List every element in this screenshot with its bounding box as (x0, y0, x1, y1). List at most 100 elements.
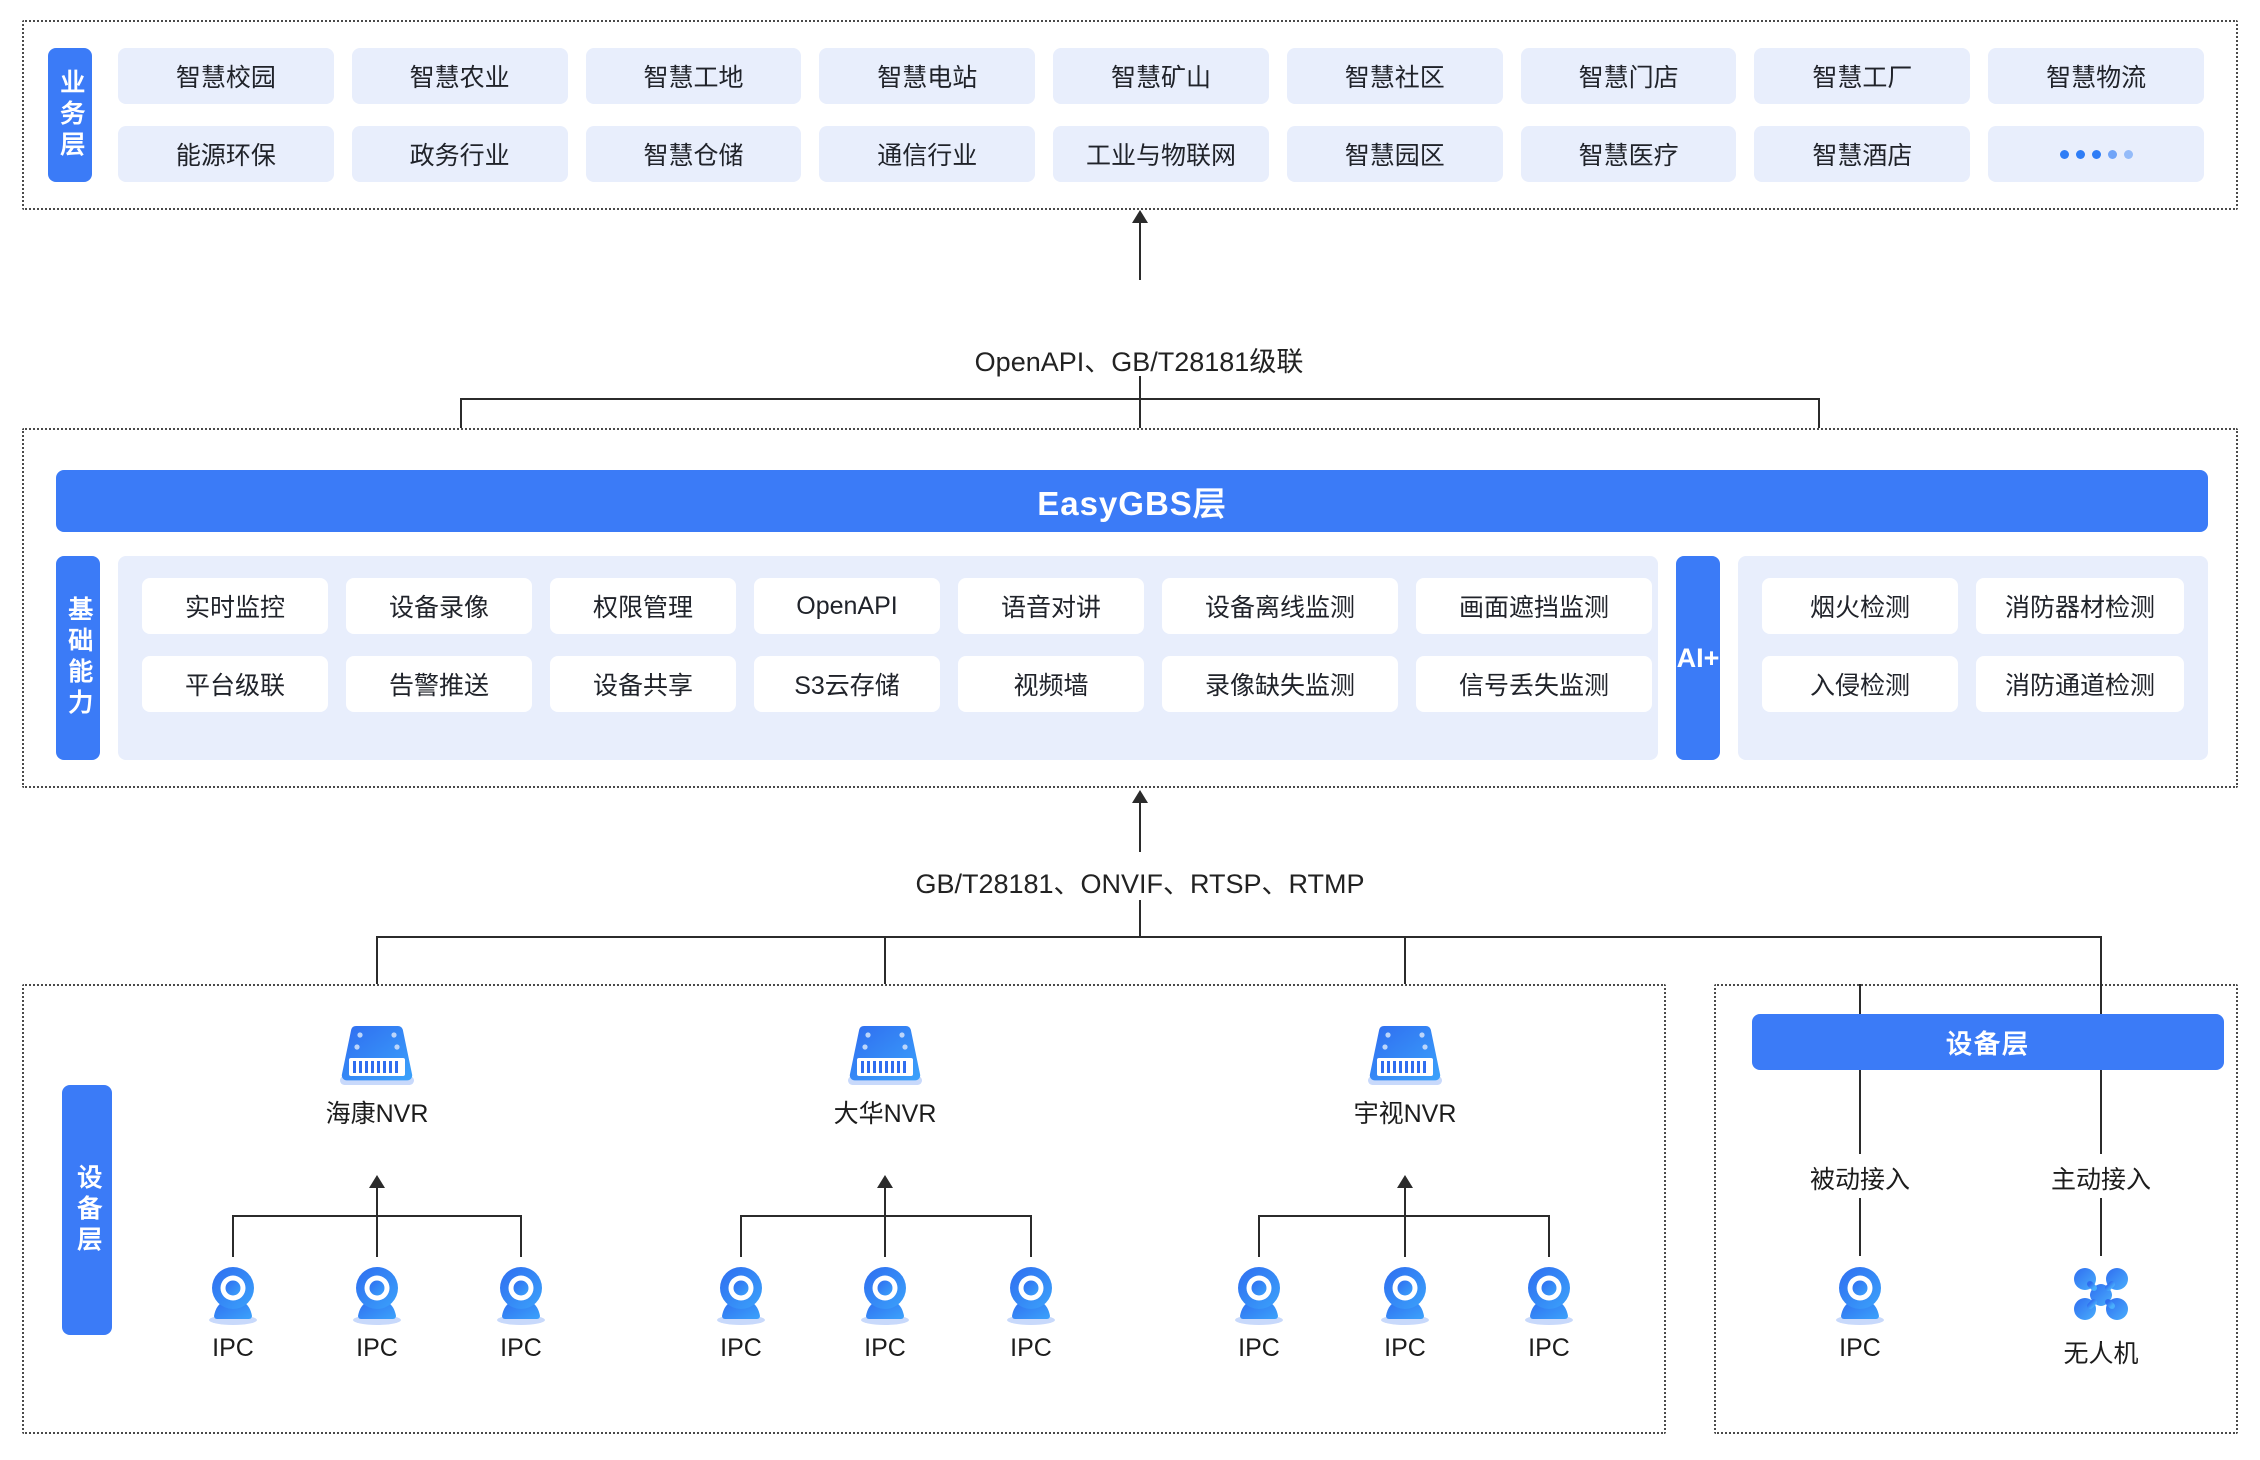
nvr-haikang-uplink-arrow-icon (369, 1175, 385, 1188)
camera-leg (232, 1215, 234, 1257)
ellipsis-dot-icon (2075, 149, 2085, 159)
capability-item[interactable]: 平台级联 (142, 656, 328, 712)
capability-item[interactable]: 设备离线监测 (1162, 578, 1398, 634)
business-chip[interactable]: 智慧物流 (1988, 48, 2205, 104)
business-chip-more[interactable] (1988, 126, 2205, 182)
ipc-node[interactable]: IPC (326, 1262, 428, 1363)
business-chip[interactable]: 智慧仓储 (585, 126, 802, 182)
business-chip[interactable]: 智慧校园 (118, 48, 334, 104)
ipc-camera-icon (1381, 1267, 1429, 1325)
business-chip[interactable]: 智慧社区 (1286, 48, 1503, 104)
capability-item[interactable]: 设备录像 (346, 578, 532, 634)
ipc-camera-icon (1235, 1267, 1283, 1325)
access-label-active: 主动接入 (2050, 1166, 2151, 1194)
right-panel-leg-passive-lower (1859, 1198, 1861, 1256)
ipc-label: IPC (1839, 1334, 1881, 1362)
ipc-node[interactable]: IPC (470, 1262, 572, 1363)
business-chip[interactable]: 能源环保 (118, 126, 334, 182)
business-chip[interactable]: 智慧工厂 (1754, 48, 1971, 104)
camera-leg (1258, 1215, 1260, 1257)
right-panel-leg-active-lower (2100, 1198, 2102, 1256)
ipc-node[interactable]: IPC (1354, 1262, 1456, 1363)
ai-plus-badge: AI+ (1676, 556, 1720, 760)
right-panel-leg-passive-mid (1859, 1070, 1861, 1154)
nvr-label: 大华NVR (833, 1100, 937, 1128)
business-chip[interactable]: 通信行业 (819, 126, 1036, 182)
ipc-node[interactable]: IPC (1208, 1262, 1310, 1363)
ipc-node[interactable]: IPC (980, 1262, 1082, 1363)
nvr-node-haikang[interactable]: 海康NVR (306, 1020, 448, 1130)
nvr-icon (340, 1026, 414, 1085)
business-chip[interactable]: 智慧医疗 (1520, 126, 1737, 182)
business-uplink-line-lower (1139, 376, 1141, 436)
drone-icon (2074, 1268, 2128, 1320)
business-chip[interactable]: 智慧工地 (585, 48, 802, 104)
capability-item[interactable]: 信号丢失监测 (1416, 656, 1652, 712)
easygbs-layer-title: EasyGBS层 (1037, 485, 1227, 522)
capability-item[interactable]: 录像缺失监测 (1162, 656, 1398, 712)
capability-item[interactable]: OpenAPI (754, 578, 940, 634)
easygbs-layer-bar[interactable]: EasyGBS层 (56, 470, 2208, 532)
ipc-label: IPC (500, 1334, 542, 1362)
ipc-label: IPC (1238, 1334, 1280, 1362)
capability-item[interactable]: 权限管理 (550, 578, 736, 634)
business-chip[interactable]: 政务行业 (351, 126, 568, 182)
ellipsis-dot-icon (2123, 149, 2133, 159)
drone-node-active[interactable]: 无人机 (2050, 1262, 2152, 1370)
ipc-node[interactable]: IPC (1498, 1262, 1600, 1363)
device-branch-right-panel (2100, 936, 2102, 1018)
nvr-node-uniview[interactable]: 宇视NVR (1334, 1020, 1476, 1130)
business-chip[interactable]: 智慧门店 (1520, 48, 1737, 104)
ipc-camera-icon (1525, 1267, 1573, 1325)
capability-item[interactable]: 告警推送 (346, 656, 532, 712)
capability-item[interactable]: 画面遮挡监测 (1416, 578, 1652, 634)
business-chip[interactable]: 智慧酒店 (1754, 126, 1971, 182)
ai-capability-item[interactable]: 消防通道检测 (1976, 656, 2184, 712)
ipc-camera-icon (353, 1267, 401, 1325)
ipc-label: IPC (864, 1334, 906, 1362)
business-chip[interactable]: 智慧园区 (1286, 126, 1503, 182)
ipc-camera-icon (209, 1267, 257, 1325)
ipc-node[interactable]: IPC (182, 1262, 284, 1363)
ai-plus-badge-text: AI+ (1676, 642, 1720, 673)
device-branch-bus (376, 936, 2102, 938)
device-layer-side-label: 设备层 (62, 1085, 112, 1335)
ipc-label: IPC (1384, 1334, 1426, 1362)
ai-capability-item[interactable]: 入侵检测 (1762, 656, 1958, 712)
nvr-icon (1368, 1026, 1442, 1085)
device-uplink-line-lower (1139, 900, 1141, 936)
ipc-node[interactable]: IPC (834, 1262, 936, 1363)
device-layer-right-title-bar[interactable]: 设备层 (1752, 1014, 2224, 1070)
ai-capability-item[interactable]: 消防器材检测 (1976, 578, 2184, 634)
connector-label-gbs-device: GB/T28181、ONVIF、RTSP、RTMP (915, 869, 1365, 899)
capability-item[interactable]: 设备共享 (550, 656, 736, 712)
ipc-node[interactable]: IPC (690, 1262, 792, 1363)
ipc-camera-icon (1007, 1267, 1055, 1325)
nvr-node-dahua[interactable]: 大华NVR (814, 1020, 956, 1130)
capability-item[interactable]: 语音对讲 (958, 578, 1144, 634)
nvr-uniview-uplink-line (1404, 1187, 1406, 1217)
ellipsis-dot-icon (2107, 149, 2117, 159)
nvr-dahua-uplink-line (884, 1187, 886, 1217)
camera-leg (884, 1215, 886, 1257)
capability-item[interactable]: S3云存储 (754, 656, 940, 712)
ipc-label: IPC (720, 1334, 762, 1362)
business-uplink-line (1139, 222, 1141, 280)
business-chip[interactable]: 工业与物联网 (1053, 126, 1269, 182)
capability-item[interactable]: 实时监控 (142, 578, 328, 634)
ellipsis-dot-icon (2059, 149, 2069, 159)
device-layer-right-title: 设备层 (1945, 1028, 2030, 1059)
business-chip[interactable]: 智慧电站 (819, 48, 1036, 104)
business-layer-side-label-text: 业务层 (56, 68, 85, 162)
capability-item[interactable]: 视频墙 (958, 656, 1144, 712)
business-chip[interactable]: 智慧矿山 (1053, 48, 1269, 104)
ipc-camera-icon (1836, 1267, 1884, 1325)
business-uplink-arrow-icon (1132, 210, 1148, 223)
business-chip[interactable]: 智慧农业 (351, 48, 568, 104)
ai-capability-item[interactable]: 烟火检测 (1762, 578, 1958, 634)
nvr-icon (848, 1026, 922, 1085)
drone-label: 无人机 (2063, 1340, 2139, 1368)
ipc-label: IPC (356, 1334, 398, 1362)
ipc-node-passive[interactable]: IPC (1809, 1262, 1911, 1363)
